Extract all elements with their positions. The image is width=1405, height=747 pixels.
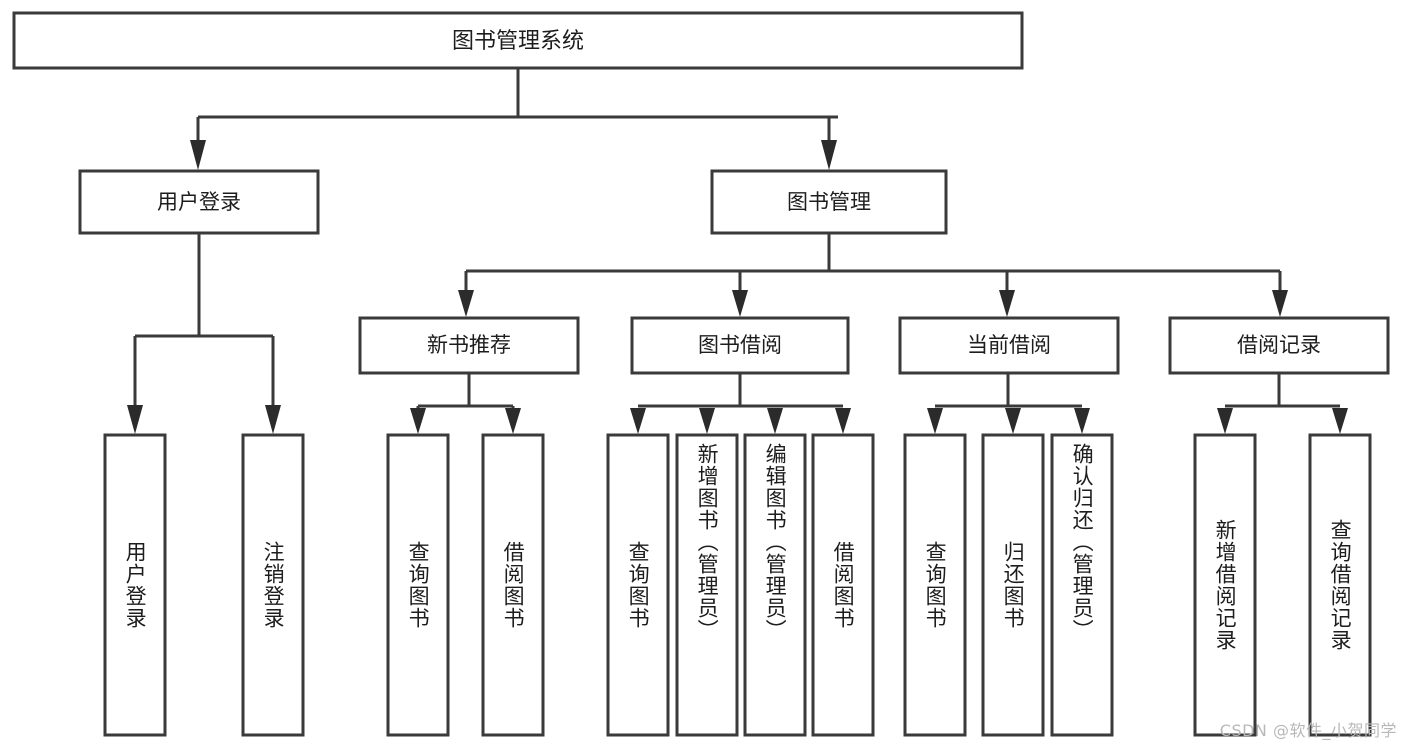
node-book-management[interactable]: 图书管理 — [710, 169, 948, 235]
node-current-borrow[interactable]: 当前借阅 — [898, 316, 1120, 375]
arrow-bm-to-borrow-record — [1272, 290, 1288, 317]
arrow-bm-to-book-borrow — [732, 290, 748, 317]
arrow-root-to-book-management — [821, 140, 837, 170]
csdn-watermark: CSDN @软件_小贺同学 — [1219, 721, 1397, 740]
arrow-bb-leaf-1 — [630, 408, 646, 434]
node-user-login-label: 用户登录 — [157, 190, 241, 214]
node-borrow-record-rect[interactable] — [1168, 316, 1390, 375]
arrow-br-leaf-1 — [1217, 408, 1233, 434]
arrow-cb-leaf-3 — [1074, 408, 1090, 434]
arrow-bm-to-current-borrow — [999, 290, 1015, 317]
node-current-borrow-label: 当前借阅 — [967, 333, 1051, 357]
connector-group-new-book-recommend — [410, 373, 521, 434]
node-leaf-logout-login-rect[interactable] — [241, 433, 305, 737]
node-book-borrow-rect[interactable] — [630, 316, 850, 375]
node-book-management-label: 图书管理 — [787, 190, 871, 214]
arrow-user-login-leaf-1 — [127, 405, 143, 434]
connector-group-root — [190, 68, 838, 170]
connector-group-user-login — [127, 233, 281, 434]
arrow-bb-leaf-2 — [699, 408, 715, 434]
arrow-bb-leaf-3 — [767, 408, 783, 434]
node-leaf-borrow-book-1-rect[interactable] — [481, 433, 545, 737]
node-leaf-query-book-3-rect[interactable] — [903, 433, 967, 737]
node-leaf-query-book-1-rect[interactable] — [386, 433, 450, 737]
node-book-borrow-label: 图书借阅 — [698, 333, 782, 357]
node-root[interactable]: 图书管理系统 — [12, 11, 1024, 70]
arrow-bb-leaf-4 — [835, 408, 851, 434]
connector-group-book-management — [458, 233, 1288, 317]
node-leaf-confirm-return-rect[interactable] — [1050, 433, 1114, 737]
node-leaf-edit-book-rect[interactable] — [743, 433, 807, 737]
arrow-cb-leaf-2 — [1005, 408, 1021, 434]
arrow-br-leaf-2 — [1332, 408, 1348, 434]
node-root-rect[interactable] — [12, 11, 1024, 70]
node-leaf-query-borrow-record-rect[interactable] — [1308, 433, 1372, 737]
node-user-login-rect[interactable] — [78, 169, 320, 235]
connector-group-current-borrow — [927, 373, 1090, 434]
connector-group-book-borrow — [630, 373, 851, 434]
node-book-borrow[interactable]: 图书借阅 — [630, 316, 850, 375]
node-leaf-borrow-book-2-rect[interactable] — [811, 433, 875, 737]
node-borrow-record-label: 借阅记录 — [1237, 333, 1321, 357]
arrow-bm-to-new-book-recommend — [458, 290, 474, 317]
node-current-borrow-rect[interactable] — [898, 316, 1120, 375]
arrow-cb-leaf-1 — [927, 408, 943, 434]
node-leaf-add-book-rect[interactable] — [675, 433, 739, 737]
node-leaf-add-borrow-record-rect[interactable] — [1193, 433, 1257, 737]
arrow-root-to-user-login — [190, 140, 206, 170]
node-leaf-user-login-rect[interactable] — [103, 433, 167, 737]
node-user-login[interactable]: 用户登录 — [78, 169, 320, 235]
node-new-book-recommend-label: 新书推荐 — [427, 333, 511, 357]
arrow-user-login-leaf-2 — [265, 405, 281, 434]
node-new-book-recommend[interactable]: 新书推荐 — [358, 316, 580, 375]
node-book-management-rect[interactable] — [710, 169, 948, 235]
arrow-nbr-leaf-2 — [505, 408, 521, 434]
node-new-book-recommend-rect[interactable] — [358, 316, 580, 375]
node-root-label: 图书管理系统 — [452, 29, 584, 54]
node-leaf-query-book-2-rect[interactable] — [606, 433, 670, 737]
arrow-nbr-leaf-1 — [410, 408, 426, 434]
node-leaf-return-book-rect[interactable] — [981, 433, 1045, 737]
node-borrow-record[interactable]: 借阅记录 — [1168, 316, 1390, 375]
connector-group-borrow-record — [1217, 373, 1348, 434]
